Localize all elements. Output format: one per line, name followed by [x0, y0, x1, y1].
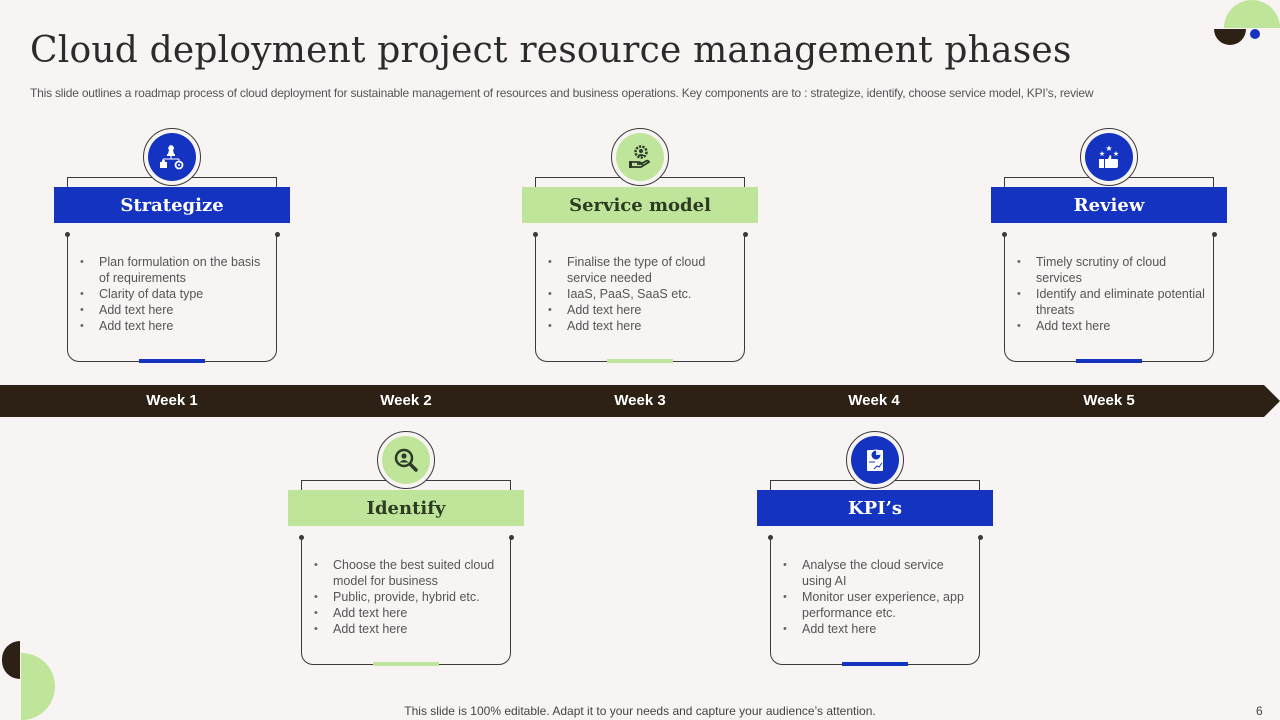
accent-bar [373, 662, 439, 666]
report-chart-icon [851, 436, 899, 484]
svg-text:★: ★ [1113, 150, 1119, 158]
accent-bar [139, 359, 205, 363]
week-label-1: Week 1 [146, 392, 198, 409]
bullet-item: Add text here [548, 302, 738, 318]
connector-dot [743, 232, 748, 237]
icon-ring [846, 431, 904, 489]
bullet-item: Clarity of data type [80, 286, 270, 302]
decorative-dot-blue [1250, 29, 1260, 39]
decorative-half-circle-dark [2, 641, 20, 679]
bullet-item: Plan formulation on the basis of require… [80, 254, 270, 286]
connector-dot [768, 535, 773, 540]
bullet-item: Analyse the cloud service using AI [783, 557, 973, 589]
connector-dot [1002, 232, 1007, 237]
connector-dot [509, 535, 514, 540]
phase-title: Strategize [54, 187, 290, 223]
phase-bullet-list: Plan formulation on the basis of require… [80, 254, 270, 334]
bullet-item: Choose the best suited cloud model for b… [314, 557, 504, 589]
svg-text:★: ★ [1099, 150, 1105, 158]
phase-card-identify: Identify Choose the best suited cloud mo… [288, 431, 524, 671]
phase-bullet-list: Analyse the cloud service using AI Monit… [783, 557, 973, 637]
icon-ring: ★ ★ ★ [1080, 128, 1138, 186]
phase-card-strategize: Strategize Plan formulation on the basis… [54, 128, 290, 368]
bullet-item: Public, provide, hybrid etc. [314, 589, 504, 605]
bullet-item: Add text here [314, 621, 504, 637]
slide-title: Cloud deployment project resource manage… [30, 30, 1072, 71]
icon-ring [143, 128, 201, 186]
strategy-chess-icon [148, 133, 196, 181]
phase-card-service-model: Service model Finalise the type of cloud… [522, 128, 758, 368]
phase-title: Review [991, 187, 1227, 223]
icon-ring [377, 431, 435, 489]
connector-dot [1212, 232, 1217, 237]
connector-dot [978, 535, 983, 540]
phase-title: KPI’s [757, 490, 993, 526]
timeline-bar [0, 385, 1264, 417]
bullet-item: IaaS, PaaS, SaaS etc. [548, 286, 738, 302]
phase-bullet-list: Choose the best suited cloud model for b… [314, 557, 504, 637]
phase-title: Identify [288, 490, 524, 526]
decorative-semicircle-dark [1214, 29, 1246, 45]
bullet-item: Add text here [80, 302, 270, 318]
phase-bullet-list: Finalise the type of cloud service neede… [548, 254, 738, 334]
icon-ring [611, 128, 669, 186]
page-number: 6 [1256, 704, 1263, 718]
slide-subtitle: This slide outlines a roadmap process of… [30, 86, 1094, 100]
svg-text:★: ★ [1105, 144, 1112, 153]
week-label-2: Week 2 [380, 392, 432, 409]
week-label-3: Week 3 [614, 392, 666, 409]
bullet-item: Add text here [314, 605, 504, 621]
connector-dot [275, 232, 280, 237]
connector-dot [299, 535, 304, 540]
phase-bullet-list: Timely scrutiny of cloud services Identi… [1017, 254, 1207, 334]
bullet-item: Add text here [1017, 318, 1207, 334]
slide-footer-note: This slide is 100% editable. Adapt it to… [404, 704, 876, 718]
bullet-item: Identify and eliminate potential threats [1017, 286, 1207, 318]
accent-bar [842, 662, 908, 666]
connector-dot [65, 232, 70, 237]
bullet-item: Add text here [548, 318, 738, 334]
phase-card-kpis: KPI’s Analyse the cloud service using AI… [757, 431, 993, 671]
bullet-item: Timely scrutiny of cloud services [1017, 254, 1207, 286]
week-label-4: Week 4 [848, 392, 900, 409]
connector-dot [533, 232, 538, 237]
timeline-arrow-head [1264, 385, 1280, 417]
decorative-semicircle-green [1224, 0, 1280, 28]
thumbs-up-stars-icon: ★ ★ ★ [1085, 133, 1133, 181]
bullet-item: Monitor user experience, app performance… [783, 589, 973, 621]
week-label-5: Week 5 [1083, 392, 1135, 409]
accent-bar [1076, 359, 1142, 363]
accent-bar [607, 359, 673, 363]
service-hand-gear-icon [616, 133, 664, 181]
phase-title: Service model [522, 187, 758, 223]
bullet-item: Finalise the type of cloud service neede… [548, 254, 738, 286]
search-user-icon [382, 436, 430, 484]
bullet-item: Add text here [80, 318, 270, 334]
phase-card-review: ★ ★ ★ Review Timely scrutiny of cloud se… [991, 128, 1227, 368]
bullet-item: Add text here [783, 621, 973, 637]
